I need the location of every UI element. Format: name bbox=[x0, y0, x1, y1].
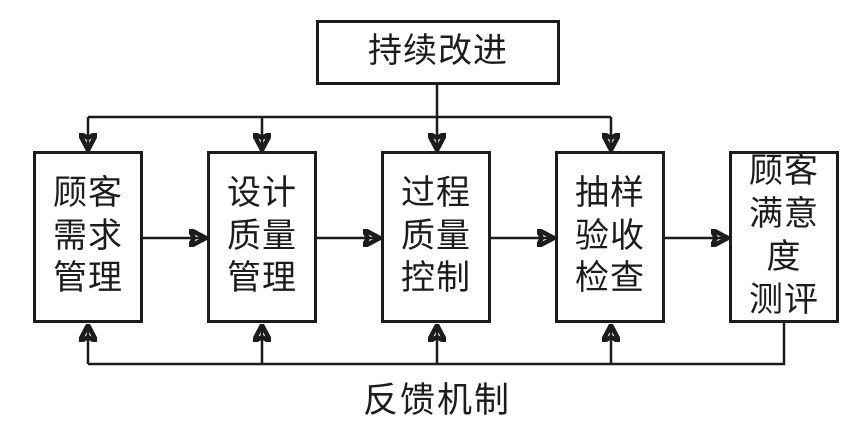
box-continuous-improvement: 持续改进 bbox=[316, 20, 560, 85]
box-design-quality-management: 设计 质量 管理 bbox=[207, 151, 317, 323]
box-customer-demand-management: 顾客 需求 管理 bbox=[33, 151, 143, 323]
box-customer-satisfaction-evaluation: 顾客 满意度 测评 bbox=[729, 151, 839, 323]
box-sampling-acceptance-inspection: 抽样 验收 检查 bbox=[555, 151, 665, 323]
feedback-return-line bbox=[88, 323, 786, 366]
box-process-quality-control: 过程 质量 控制 bbox=[381, 151, 491, 323]
feedback-mechanism-label: 反馈机制 bbox=[362, 381, 511, 420]
